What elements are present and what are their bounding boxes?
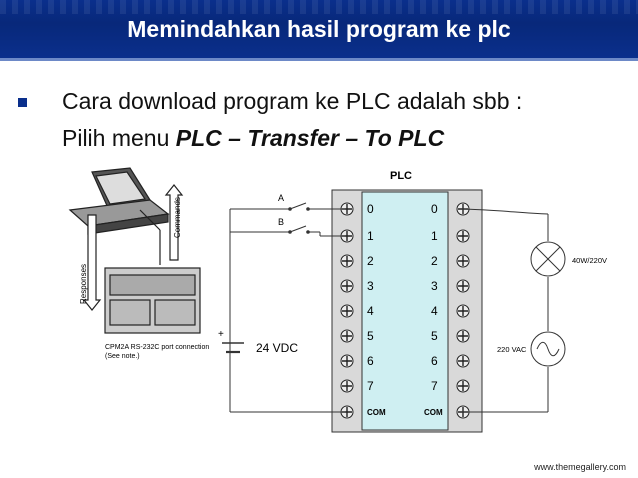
see-note-label: (See note.) xyxy=(105,353,140,360)
input-terminal-screw-cross xyxy=(342,331,352,341)
title-bar: Memindahkan hasil program ke plc xyxy=(0,0,638,61)
output-terminal-label: 1 xyxy=(431,229,438,243)
input-terminal-label: 4 xyxy=(367,304,374,318)
output-terminal-label: 0 xyxy=(431,202,438,216)
input-terminal-label: 0 xyxy=(367,202,374,216)
output-terminal-screw-cross xyxy=(458,306,468,316)
slide-title: Memindahkan hasil program ke plc xyxy=(127,16,511,42)
computer-illustration xyxy=(68,167,201,334)
switch-a-contact xyxy=(288,207,292,211)
dc-plus-label: + xyxy=(218,329,224,340)
title-stripe xyxy=(0,0,638,14)
output-terminal-label: 7 xyxy=(431,379,438,393)
output-terminal-label: 4 xyxy=(431,304,438,318)
menu-prefix: Pilih menu xyxy=(62,125,176,151)
switch-b-contact xyxy=(288,230,292,234)
output-wiring xyxy=(461,208,549,413)
bullet-square xyxy=(18,98,27,107)
ac-source-symbol xyxy=(530,331,566,367)
input-terminal-screw-cross xyxy=(342,306,352,316)
output-terminal-screw-cross xyxy=(458,281,468,291)
responses-label: Responses xyxy=(79,264,88,304)
switch-b-pivot xyxy=(306,230,310,234)
plc-label: PLC xyxy=(390,170,412,182)
menu-path: PLC – Transfer – To PLC xyxy=(175,125,445,151)
output-terminal-screw-cross xyxy=(458,356,468,366)
input-terminal-screw-cross xyxy=(342,381,352,391)
output-terminal-screw-cross xyxy=(458,256,468,266)
input-terminal-screw-cross xyxy=(342,256,352,266)
input-terminal-label: 1 xyxy=(367,229,374,243)
dc-source-label: 24 VDC xyxy=(256,341,298,355)
output-terminal-label: 2 xyxy=(431,254,438,268)
lamp-symbol xyxy=(530,241,566,277)
commands-label: Commands xyxy=(173,197,182,238)
input-terminal-label: 3 xyxy=(367,279,374,293)
output-terminal-label: 6 xyxy=(431,354,438,368)
plc-inner-panel xyxy=(361,191,449,431)
input-terminal-screw-cross xyxy=(342,356,352,366)
footer-url: www.themegallery.com xyxy=(534,462,626,472)
output-terminal-screw-cross xyxy=(458,331,468,341)
output-terminal-screw-cross xyxy=(458,381,468,391)
input-terminal-label: 6 xyxy=(367,354,374,368)
input-terminal-label: COM xyxy=(367,408,386,417)
switch-b-label: B xyxy=(278,217,284,227)
port-note-label: CPM2A RS-232C port connection xyxy=(105,344,209,351)
lamp-label: 40W/220V xyxy=(572,256,607,265)
ac-source-label: 220 VAC xyxy=(497,345,527,354)
output-terminal-screw-cross xyxy=(458,231,468,241)
input-terminal-label: 2 xyxy=(367,254,374,268)
input-terminal-screw-cross xyxy=(342,281,352,291)
output-terminal-label: 5 xyxy=(431,329,438,343)
menu-instruction: Pilih menu PLC – Transfer – To PLC xyxy=(62,125,444,152)
switch-a-pivot xyxy=(306,207,310,211)
switch-a-label: A xyxy=(278,193,284,203)
output-terminal-label: COM xyxy=(424,408,443,417)
input-terminal-label: 5 xyxy=(367,329,374,343)
bullet-text: Cara download program ke PLC adalah sbb … xyxy=(62,88,523,114)
input-terminal-label: 7 xyxy=(367,379,374,393)
output-terminal-label: 3 xyxy=(431,279,438,293)
input-wiring xyxy=(222,202,345,413)
